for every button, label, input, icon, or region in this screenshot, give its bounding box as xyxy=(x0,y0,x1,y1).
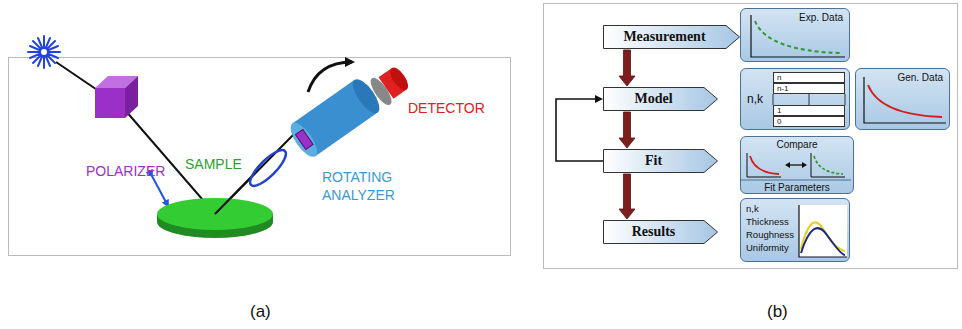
layer-box: 0 xyxy=(773,116,845,127)
panel-frame xyxy=(544,4,958,269)
flow-connector xyxy=(619,112,635,148)
panel-text: n-1 xyxy=(777,84,789,93)
step-label: Model xyxy=(603,91,704,107)
detector xyxy=(367,62,413,108)
panel-text: 1 xyxy=(777,106,781,115)
panel-text: Thickness xyxy=(746,216,789,227)
panel-text: Exp. Data xyxy=(799,12,843,23)
flow-connector xyxy=(619,174,635,219)
sample-disk xyxy=(157,198,273,238)
process-arrow-box: Measurement xyxy=(603,25,740,49)
process-arrow-box: Model xyxy=(603,87,718,111)
panel-caption: (b) xyxy=(767,302,788,322)
panel-text: n,k xyxy=(747,92,763,106)
panel-text: n xyxy=(777,73,781,82)
polarizer-cube xyxy=(95,76,138,118)
part-label: ROTATING ANALYZER xyxy=(322,168,414,204)
panel-text: Uniformity xyxy=(746,242,789,253)
data-panel: Gen. Data xyxy=(855,68,950,130)
step-label: Results xyxy=(603,224,704,240)
panel-text: Gen. Data xyxy=(897,72,943,83)
light-source xyxy=(28,36,60,68)
part-label: POLARIZER xyxy=(86,163,165,179)
process-arrow-box: Results xyxy=(603,220,718,244)
part-label: DETECTOR xyxy=(408,100,485,116)
analyzer-cylinder xyxy=(286,75,384,161)
part-label: SAMPLE xyxy=(185,156,242,172)
panel-text: n,k xyxy=(746,203,759,214)
step-label: Measurement xyxy=(603,29,726,45)
panel-text: Roughness xyxy=(746,229,794,240)
layer-box: n-1 xyxy=(773,83,845,94)
panel-text: Compare xyxy=(741,139,853,150)
data-panel: n,kThicknessRoughnessUniformity xyxy=(740,198,850,262)
polarization-arrow xyxy=(152,176,168,206)
data-panel: Exp. Data xyxy=(740,8,850,62)
data-panel: CompareFit Parameters xyxy=(740,136,854,194)
panel-frame xyxy=(9,58,511,256)
step-label: Fit xyxy=(603,153,704,169)
panel-text: Fit Parameters xyxy=(741,182,853,193)
panel-text: 0 xyxy=(777,117,781,126)
flow-connector xyxy=(619,50,635,86)
layer-box: 1 xyxy=(773,105,845,116)
layer-box: n xyxy=(773,72,845,83)
flow-connector xyxy=(556,95,603,161)
process-arrow-box: Fit xyxy=(603,149,718,173)
rotation-arrow xyxy=(308,62,352,92)
data-panel: n,k n n-1 1 0 xyxy=(740,68,850,130)
polarization-ellipse xyxy=(245,145,290,190)
panel-caption: (a) xyxy=(250,302,271,322)
